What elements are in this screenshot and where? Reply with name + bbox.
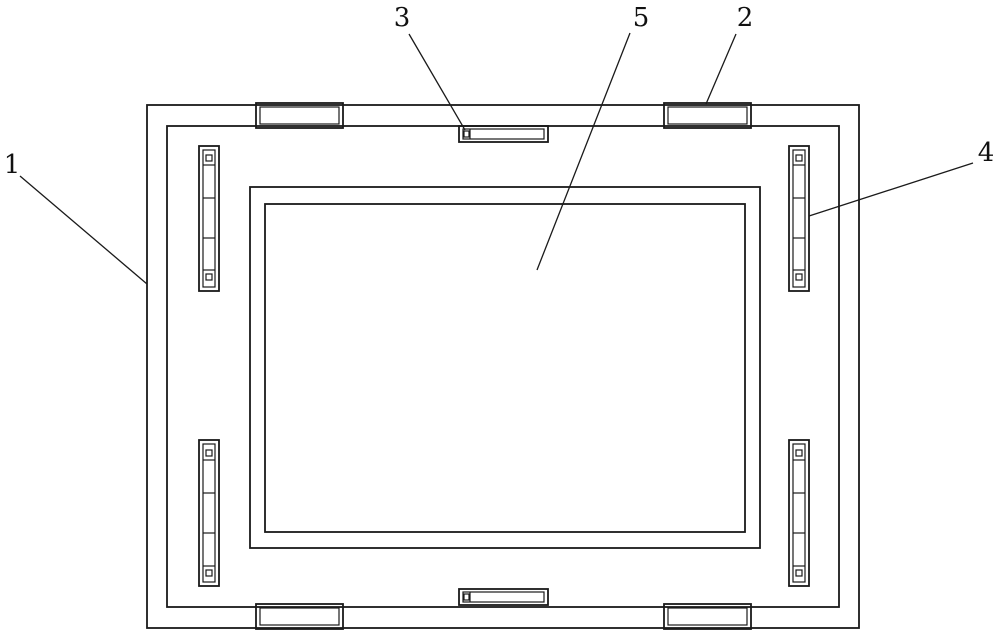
hinge-bottom-left — [198, 439, 220, 587]
leader-line-4 — [808, 162, 974, 217]
leader-line-5 — [536, 32, 631, 271]
leader-line-1 — [19, 175, 148, 285]
latch-bottom — [458, 588, 549, 606]
label-part-5: 5 — [633, 3, 650, 33]
leader-line-3 — [408, 33, 466, 131]
inner-frame-border — [166, 125, 840, 608]
hinge-bottom-right — [788, 439, 810, 587]
block-top-right — [663, 102, 752, 129]
outer-frame — [146, 104, 860, 629]
glass-pane — [264, 203, 746, 533]
block-bottom-right — [663, 603, 752, 630]
pane-outer — [249, 186, 761, 549]
label-part-3: 3 — [394, 3, 411, 33]
label-part-4: 4 — [978, 138, 995, 168]
label-part-1: 1 — [4, 150, 21, 180]
block-top-left — [255, 102, 344, 129]
leader-line-2 — [705, 33, 737, 105]
hinge-top-left — [198, 145, 220, 292]
label-part-2: 2 — [737, 3, 754, 33]
frame-blocks — [255, 102, 752, 630]
hinge-top-right — [788, 145, 810, 292]
latch-top — [458, 125, 549, 143]
block-bottom-left — [255, 603, 344, 630]
